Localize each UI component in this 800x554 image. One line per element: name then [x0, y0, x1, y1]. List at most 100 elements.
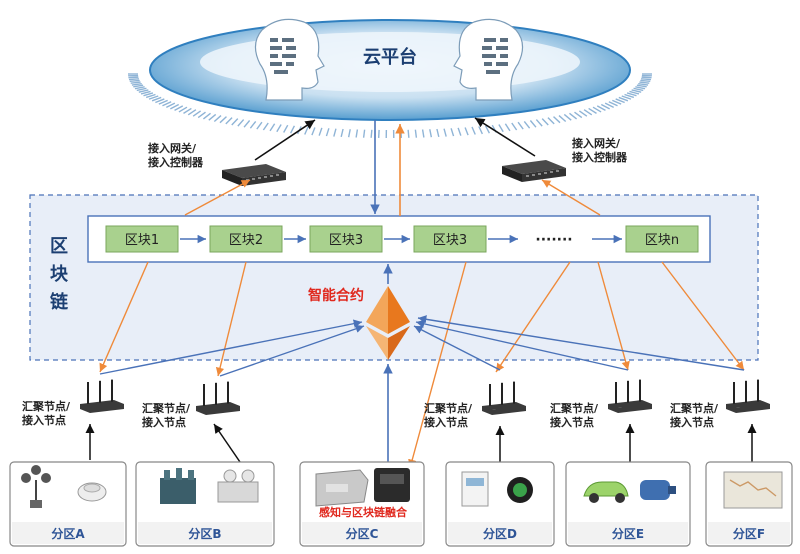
cloud-tick — [197, 111, 206, 119]
block-n: 区块n — [625, 225, 699, 253]
cloud-tick — [129, 79, 140, 83]
cloud-tick — [636, 84, 647, 88]
partition-to-node-arrow — [213, 423, 241, 463]
partition-a-icons — [21, 465, 107, 508]
cloud-tick — [174, 105, 184, 112]
partition-label-bg — [708, 522, 790, 544]
block-ellipsis: ······· — [535, 232, 572, 248]
cloud-tick — [638, 82, 649, 86]
cloud-tick — [633, 87, 644, 92]
block-4-label: 区块3 — [433, 233, 467, 248]
cloud-tick — [640, 79, 651, 83]
node-label-line2: 接入节点 — [22, 413, 66, 427]
cloud-tick — [304, 126, 309, 135]
ethereum-icon — [366, 286, 410, 360]
aggregation-node-2: 汇聚节点/接入节点 — [142, 381, 240, 429]
cloud-tick — [535, 119, 543, 127]
switchgear-icon — [217, 469, 259, 503]
fusion-label: 感知与区块链融合 — [319, 505, 408, 519]
gauge-icon — [507, 477, 533, 503]
cloud-title: 云平台 — [363, 46, 417, 68]
cloud-tick — [192, 110, 202, 117]
cloud-tick — [414, 129, 418, 138]
map-screen-icon — [723, 471, 783, 509]
motor-icon — [640, 480, 676, 500]
cloud-tick — [134, 86, 145, 90]
partition-label-bg — [138, 522, 272, 544]
partition-label: 分区A — [51, 526, 85, 541]
cloud-tick — [148, 95, 159, 100]
gateway-right-label-1: 接入网关/ — [572, 136, 621, 150]
cloud-tick — [262, 122, 269, 131]
aggregation-node-5: 汇聚节点/接入节点 — [670, 379, 770, 429]
cloud-tick — [621, 95, 632, 100]
sensor-box-icon — [315, 469, 369, 507]
cloud-tick — [612, 99, 622, 105]
cloud-tick — [450, 128, 455, 137]
cloud-tick — [276, 124, 282, 133]
gateway-left-label-2: 接入控制器 — [148, 155, 204, 169]
block-1-label: 区块1 — [125, 233, 159, 248]
cloud-tick — [626, 92, 637, 97]
cloud-tick — [436, 128, 440, 138]
partition-e-icons — [583, 480, 676, 503]
cloud-tick — [231, 118, 239, 126]
cloud-tick — [183, 107, 192, 114]
node-label-line2: 接入节点 — [424, 415, 468, 429]
transformer-icon — [160, 468, 196, 504]
cloud-tick — [574, 111, 583, 119]
cloud-tick — [600, 103, 610, 110]
cloud-tick — [256, 121, 263, 130]
partition-e: 分区E — [565, 461, 691, 547]
cloud-tick — [635, 86, 646, 90]
node-label-line2: 接入节点 — [670, 415, 714, 429]
gateway-right-to-cloud-arrow — [474, 117, 536, 157]
cloud-tick — [333, 128, 337, 137]
blockchain-side-label-3: 链 — [50, 291, 69, 313]
partition-label: 分区B — [188, 526, 221, 541]
cloud-tick — [131, 82, 142, 86]
partition-d-icons — [461, 471, 533, 507]
cloud-tick — [143, 92, 154, 97]
cloud-tick — [588, 107, 597, 114]
partition-a: 分区A — [9, 461, 127, 547]
smoke-detector-icon — [77, 482, 107, 502]
router-switch-icon — [502, 160, 566, 182]
cloud-tick — [311, 127, 316, 136]
cloud-tick — [225, 117, 233, 125]
node-label-line1: 汇聚节点/ — [550, 401, 599, 415]
control-unit-icon — [374, 468, 410, 502]
cloud-tick — [592, 106, 602, 113]
cloud-tick — [429, 129, 433, 138]
cloud-tick — [208, 113, 217, 121]
block-2: 区块2 — [209, 225, 283, 253]
block-2-label: 区块2 — [229, 233, 263, 248]
cloud-tick-ring — [128, 73, 652, 139]
gateway-right-label-2: 接入控制器 — [572, 150, 628, 164]
cloud-tick — [583, 109, 593, 116]
cloud-tick — [553, 116, 561, 124]
cloud-tick — [202, 112, 211, 120]
cloud-tick — [289, 125, 296, 134]
cloud-tick — [162, 101, 172, 107]
cloud-tick — [133, 84, 144, 88]
partition-label-bg — [302, 522, 422, 544]
cloud-tick — [639, 81, 650, 84]
block-n-label: 区块n — [645, 233, 679, 248]
cloud-tick — [464, 127, 469, 136]
cloud-platform: 云平台 — [128, 18, 652, 139]
blue-arrows — [99, 315, 745, 462]
cloud-tick — [624, 93, 635, 99]
blockchain-side-label-2: 块 — [50, 264, 69, 285]
cloud-tick — [237, 119, 245, 127]
cloud-tick — [178, 106, 188, 113]
smart-contract-label: 智能合约 — [307, 287, 364, 304]
block-4: 区块3 — [413, 225, 487, 253]
cloud-tick — [340, 128, 344, 138]
partition-label-bg — [568, 522, 688, 544]
cloud-tick — [243, 120, 251, 128]
cloud-tick — [140, 90, 151, 95]
gateway-left: 接入网关/ 接入控制器 — [148, 141, 286, 186]
cloud-tick — [269, 123, 276, 132]
